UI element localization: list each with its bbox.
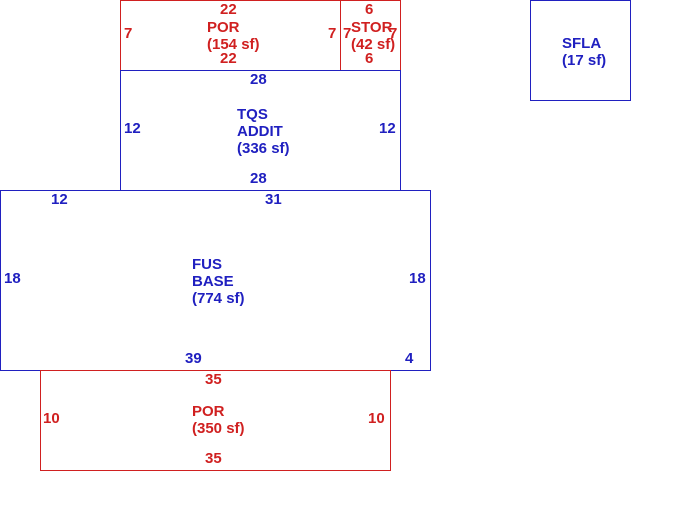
fus-label: FUS BASE (774 sf) bbox=[192, 256, 245, 307]
stor-label: STOR (42 sf) bbox=[351, 19, 395, 53]
fus-dim-top: 31 bbox=[265, 191, 282, 208]
tqs-dim-bottom: 28 bbox=[250, 170, 267, 187]
por-bottom-sf: (350 sf) bbox=[192, 420, 245, 437]
stor-dim-right: 7 bbox=[389, 25, 398, 42]
tqs-name-1: TQS bbox=[237, 106, 268, 123]
sfla-name: SFLA bbox=[562, 35, 602, 52]
por-bottom-label: POR (350 sf) bbox=[192, 403, 245, 437]
por-bottom-area bbox=[40, 370, 391, 471]
por-top-dim-right: 7 bbox=[328, 25, 337, 42]
por-top-dim-left: 7 bbox=[124, 25, 133, 42]
por-top-dim-bottom: 22 bbox=[220, 50, 237, 67]
fus-dim-top-left: 12 bbox=[51, 191, 68, 208]
stor-dim-bottom: 6 bbox=[365, 50, 374, 67]
fus-dim-right: 18 bbox=[409, 270, 426, 287]
por-top-name: POR bbox=[207, 19, 240, 36]
tqs-sf: (336 sf) bbox=[237, 140, 290, 157]
tqs-dim-top: 28 bbox=[250, 71, 267, 88]
fus-sf: (774 sf) bbox=[192, 290, 245, 307]
fus-name-2: BASE bbox=[192, 273, 234, 290]
por-bottom-dim-left: 10 bbox=[43, 410, 60, 427]
por-bottom-dim-top: 35 bbox=[205, 371, 222, 388]
fus-dim-bottom-right: 4 bbox=[405, 350, 414, 367]
por-top-sf: (154 sf) bbox=[207, 36, 260, 53]
tqs-name-2: ADDIT bbox=[237, 123, 283, 140]
fus-dim-bottom-left: 39 bbox=[185, 350, 202, 367]
stor-dim-top: 6 bbox=[365, 1, 374, 18]
tqs-dim-right: 12 bbox=[379, 120, 396, 137]
sfla-label: SFLA (17 sf) bbox=[562, 35, 606, 69]
tqs-label: TQS ADDIT (336 sf) bbox=[237, 106, 290, 157]
stor-name: STOR bbox=[351, 19, 393, 36]
sfla-area bbox=[530, 0, 631, 101]
fus-name-1: FUS bbox=[192, 256, 222, 273]
stor-dim-left: 7 bbox=[343, 25, 352, 42]
por-top-label: POR (154 sf) bbox=[207, 19, 260, 53]
stor-sf: (42 sf) bbox=[351, 36, 396, 53]
sfla-sf: (17 sf) bbox=[562, 52, 607, 69]
por-bottom-dim-bottom: 35 bbox=[205, 450, 222, 467]
por-bottom-name: POR bbox=[192, 403, 225, 420]
fus-dim-left: 18 bbox=[4, 270, 21, 287]
tqs-dim-left: 12 bbox=[124, 120, 141, 137]
por-bottom-dim-right: 10 bbox=[368, 410, 385, 427]
por-top-dim-top: 22 bbox=[220, 1, 237, 18]
